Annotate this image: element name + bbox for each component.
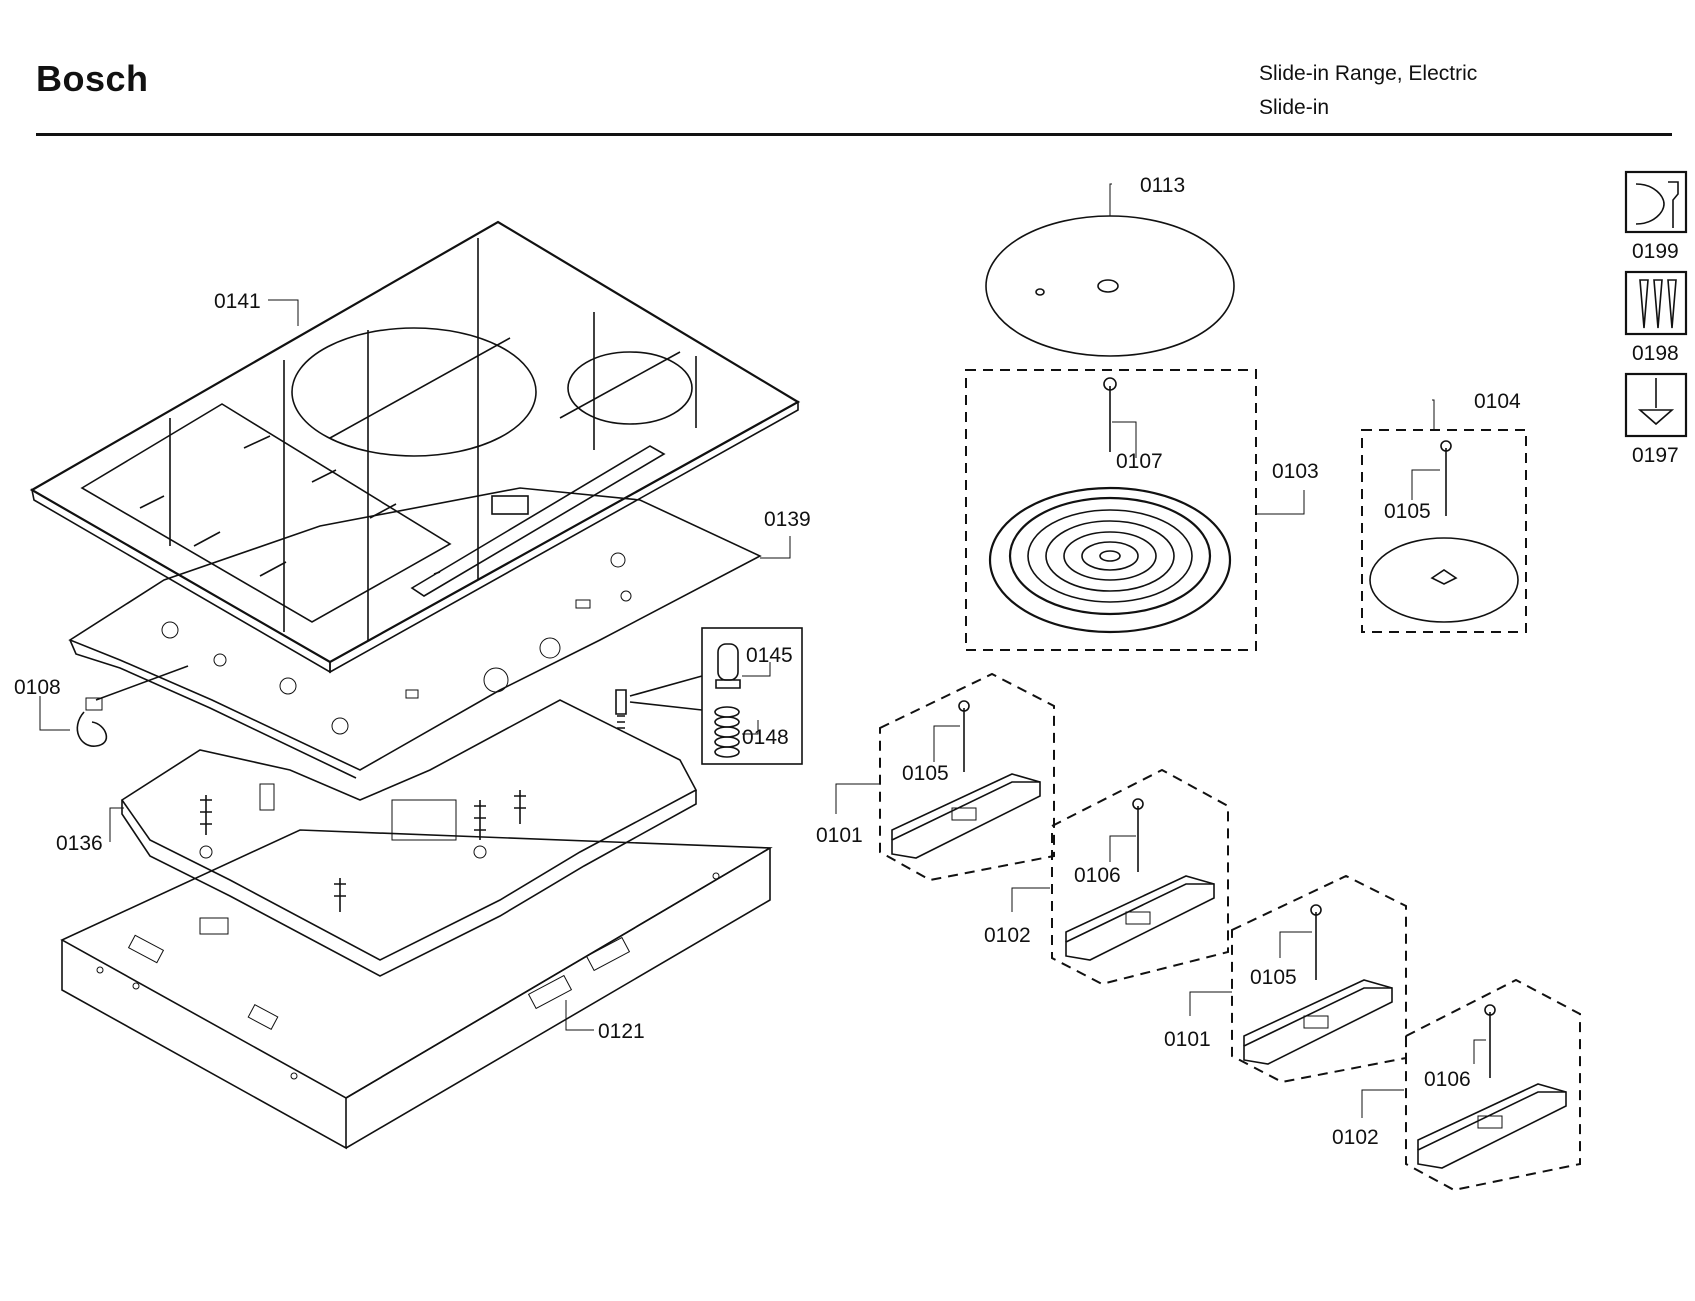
- bracket-frame: [120, 699, 698, 977]
- callout-0148: 0148: [742, 726, 789, 749]
- shielding-plate: [1361, 429, 1527, 633]
- wrench-tool-icon: [1624, 170, 1688, 234]
- callout-0136: 0136: [56, 832, 103, 855]
- callout-0104: 0104: [1474, 390, 1521, 413]
- callout-0145: 0145: [746, 644, 793, 667]
- callout-0199: 0199: [1632, 240, 1679, 263]
- callout-0107: 0107: [1116, 450, 1163, 473]
- bottom-housing: [60, 829, 773, 1150]
- callout-0113: 0113: [1140, 174, 1185, 197]
- induction-coil-assembly: [965, 369, 1257, 651]
- callout-0105-shield: 0105: [1384, 500, 1431, 523]
- callout-0105-mount1: 0105: [902, 762, 949, 785]
- sensor-mount-4: [1405, 978, 1581, 1192]
- cable-assembly: [76, 665, 189, 747]
- callout-0106-b: 0106: [1424, 1068, 1471, 1091]
- callout-0106-a: 0106: [1074, 864, 1121, 887]
- callout-0102-b: 0102: [1332, 1126, 1379, 1149]
- sensor-mount-2: [1051, 768, 1229, 986]
- callout-0108: 0108: [14, 676, 61, 699]
- header-divider: [36, 133, 1672, 136]
- product-subtype: Slide-in: [1259, 96, 1330, 119]
- pressure-tool-icon: [1624, 372, 1688, 438]
- leader-lines: [39, 183, 1486, 1118]
- sensor-mount-1: [879, 672, 1055, 882]
- callout-0103: 0103: [1272, 460, 1319, 483]
- brand-logo: Bosch: [36, 58, 149, 99]
- small-parts-box: [615, 627, 803, 765]
- product-type: Slide-in Range, Electric: [1259, 62, 1478, 85]
- sensor-mount-3: [1231, 874, 1407, 1084]
- spacer-disc: [985, 215, 1235, 357]
- glass-cooktop: [29, 220, 801, 674]
- screws-icon: [1624, 270, 1688, 336]
- callout-0101-b: 0101: [1164, 1028, 1211, 1051]
- callout-0197: 0197: [1632, 444, 1679, 467]
- callout-0141: 0141: [214, 290, 261, 313]
- mounting-plate: [68, 487, 762, 779]
- callout-0198: 0198: [1632, 342, 1679, 365]
- callout-0101-a: 0101: [816, 824, 863, 847]
- callout-0139: 0139: [764, 508, 811, 531]
- callout-0102-a: 0102: [984, 924, 1031, 947]
- callout-0105-mount3: 0105: [1250, 966, 1297, 989]
- callout-0121: 0121: [598, 1020, 645, 1043]
